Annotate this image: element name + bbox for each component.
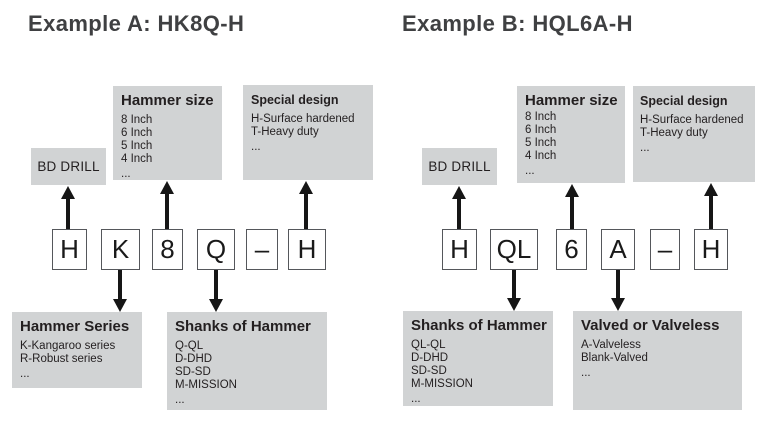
box-item: M-MISSION (175, 379, 237, 391)
special-design-box-a: Special design H-Surface hardened T-Heav… (243, 85, 373, 180)
box-item: ... (640, 142, 650, 154)
box-item: SD-SD (175, 366, 211, 378)
box-item: Blank-Valved (581, 352, 648, 364)
up-arrow (704, 183, 718, 229)
down-arrow (113, 270, 127, 312)
code-letter-box: A (601, 229, 635, 270)
arrow-shaft (616, 270, 620, 298)
example-a-title: Example A: HK8Q-H (28, 11, 245, 36)
arrowhead-up-icon (61, 186, 75, 199)
box-item: ... (20, 368, 30, 380)
box-item: K-Kangaroo series (20, 340, 116, 352)
hammer-size-box-b: Hammer size 8 Inch 6 Inch 5 Inch 4 Inch … (517, 86, 625, 183)
down-arrow (611, 270, 625, 311)
box-item: QL-QL (411, 339, 446, 351)
down-arrow (507, 270, 521, 311)
box-item: A-Valveless (581, 339, 641, 351)
box-item: ... (525, 165, 535, 177)
code-letter-box: H (442, 229, 477, 270)
arrowhead-up-icon (704, 183, 718, 196)
box-title: Shanks of Hammer (411, 317, 547, 334)
arrowhead-down-icon (209, 299, 223, 312)
up-arrow (452, 186, 466, 229)
box-item: ... (121, 168, 131, 180)
arrow-shaft (66, 199, 70, 229)
arrowhead-up-icon (565, 184, 579, 197)
box-title: Special design (251, 93, 339, 107)
hammer-size-box-a: Hammer size 8 Inch 6 Inch 5 Inch 4 Inch … (113, 86, 222, 180)
arrowhead-down-icon (507, 298, 521, 311)
code-letter-box: – (650, 229, 680, 270)
code-letter-box: Q (197, 229, 235, 270)
arrow-shaft (304, 194, 308, 229)
box-item: T-Heavy duty (251, 126, 319, 138)
up-arrow (299, 181, 313, 229)
box-title: Shanks of Hammer (175, 318, 311, 335)
box-item: 8 Inch (525, 111, 557, 123)
example-b-title: Example B: HQL6A-H (402, 11, 633, 36)
box-item: H-Surface hardened (251, 113, 355, 125)
box-item: T-Heavy duty (640, 127, 708, 139)
box-item: ... (251, 141, 261, 153)
arrow-shaft (457, 199, 461, 229)
code-letter-box: H (288, 229, 326, 270)
code-letter-box: 8 (152, 229, 183, 270)
bd-drill-label: BD DRILL (428, 159, 491, 174)
arrow-shaft (118, 270, 122, 299)
arrow-shaft (570, 197, 574, 229)
code-letter-box: H (52, 229, 87, 270)
box-item: 4 Inch (525, 150, 557, 162)
box-item: 5 Inch (121, 140, 153, 152)
box-item: ... (175, 394, 185, 406)
box-title: Hammer size (525, 92, 618, 109)
arrow-shaft (512, 270, 516, 298)
code-letter-box: – (246, 229, 278, 270)
up-arrow (565, 184, 579, 229)
code-letter-box: QL (490, 229, 538, 270)
down-arrow (209, 270, 223, 312)
shanks-box-b: Shanks of Hammer QL-QL D-DHD SD-SD M-MIS… (403, 311, 553, 406)
box-item: 5 Inch (525, 137, 557, 149)
shanks-box-a: Shanks of Hammer Q-QL D-DHD SD-SD M-MISS… (167, 312, 327, 410)
arrowhead-down-icon (611, 298, 625, 311)
code-letter-box: 6 (556, 229, 587, 270)
up-arrow (61, 186, 75, 229)
arrowhead-up-icon (160, 181, 174, 194)
box-title: Hammer size (121, 92, 214, 109)
arrow-shaft (709, 196, 713, 229)
arrow-shaft (165, 194, 169, 229)
box-item: D-DHD (411, 352, 449, 364)
box-title: Special design (640, 94, 728, 108)
box-item: M-MISSION (411, 378, 473, 390)
box-title: Hammer Series (20, 318, 130, 335)
arrowhead-up-icon (452, 186, 466, 199)
bd-drill-box-b: BD DRILL (422, 148, 497, 185)
code-letter-box: H (694, 229, 728, 270)
box-item: 6 Inch (525, 124, 557, 136)
box-item: H-Surface hardened (640, 114, 744, 126)
box-title: Valved or Valveless (581, 317, 720, 334)
up-arrow (160, 181, 174, 229)
valved-box-b: Valved or Valveless A-Valveless Blank-Va… (573, 311, 742, 410)
box-item: Q-QL (175, 340, 204, 352)
arrowhead-up-icon (299, 181, 313, 194)
code-letter-box: K (101, 229, 140, 270)
box-item: R-Robust series (20, 353, 103, 365)
box-item: D-DHD (175, 353, 213, 365)
arrowhead-down-icon (113, 299, 127, 312)
box-item: 4 Inch (121, 153, 153, 165)
bd-drill-box-a: BD DRILL (31, 148, 106, 185)
box-item: SD-SD (411, 365, 447, 377)
box-item: ... (581, 367, 591, 379)
box-item: 6 Inch (121, 127, 153, 139)
box-item: 8 Inch (121, 114, 153, 126)
hammer-series-box-a: Hammer Series K-Kangaroo series R-Robust… (12, 312, 142, 388)
special-design-box-b: Special design H-Surface hardened T-Heav… (633, 86, 755, 182)
bd-drill-label: BD DRILL (37, 159, 100, 174)
box-item: ... (411, 393, 421, 405)
arrow-shaft (214, 270, 218, 299)
